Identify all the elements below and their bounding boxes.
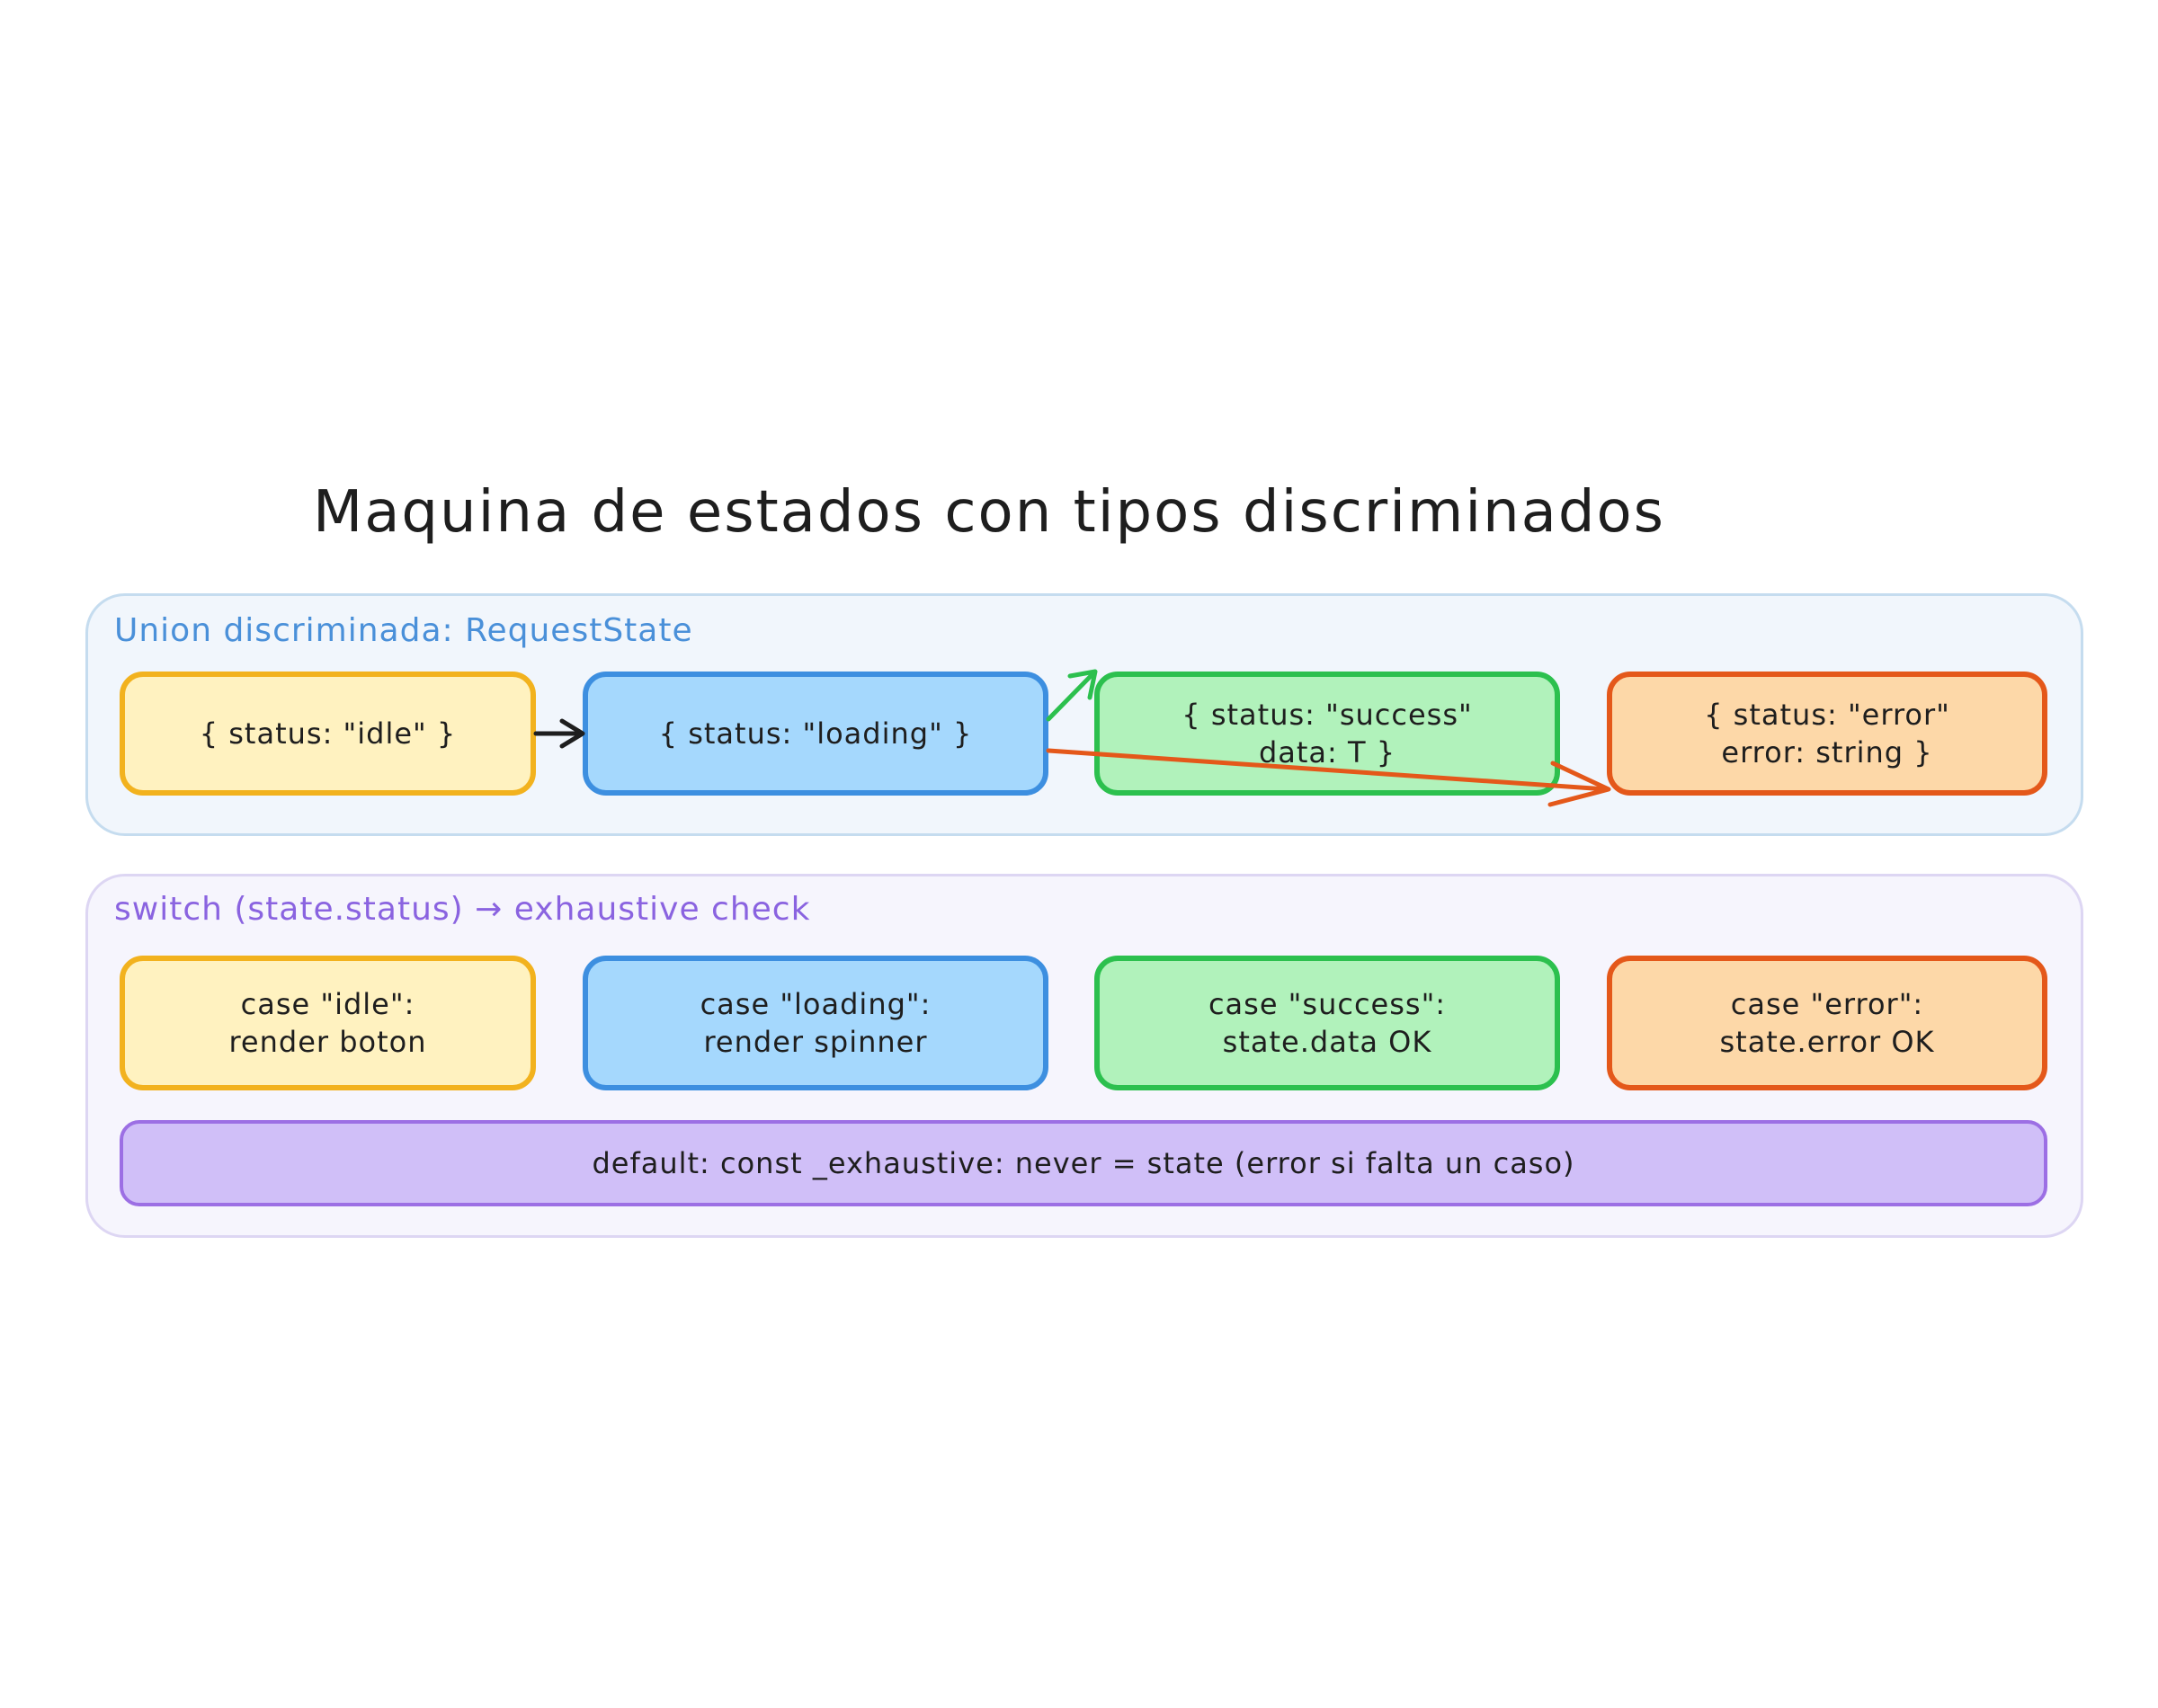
case-idle[interactable]: case "idle": render boton (120, 956, 536, 1090)
state-idle[interactable]: { status: "idle" } (120, 672, 536, 796)
union-group-label: Union discriminada: RequestState (114, 612, 693, 649)
state-success-text: { status: "success" data: T } (1182, 698, 1473, 769)
state-loading[interactable]: { status: "loading" } (583, 672, 1048, 796)
state-loading-text: { status: "loading" } (658, 716, 973, 751)
case-success[interactable]: case "success": state.data OK (1094, 956, 1560, 1090)
case-error[interactable]: case "error": state.error OK (1607, 956, 2047, 1090)
state-error-text: { status: "error" error: string } (1704, 698, 1950, 769)
switch-group-label: switch (state.status) → exhaustive check (114, 891, 811, 928)
state-idle-text: { status: "idle" } (199, 716, 457, 751)
case-idle-text: case "idle": render boton (228, 987, 427, 1059)
diagram-title: Maquina de estados con tipos discriminad… (312, 479, 1666, 546)
case-loading[interactable]: case "loading": render spinner (583, 956, 1048, 1090)
case-success-text: case "success": state.data OK (1208, 987, 1447, 1059)
state-success[interactable]: { status: "success" data: T } (1094, 672, 1560, 796)
state-error[interactable]: { status: "error" error: string } (1607, 672, 2047, 796)
case-loading-text: case "loading": render spinner (700, 987, 932, 1059)
case-error-text: case "error": state.error OK (1719, 987, 1935, 1059)
default-case-text: default: const _exhaustive: never = stat… (592, 1146, 1575, 1180)
default-case[interactable]: default: const _exhaustive: never = stat… (120, 1120, 2047, 1206)
